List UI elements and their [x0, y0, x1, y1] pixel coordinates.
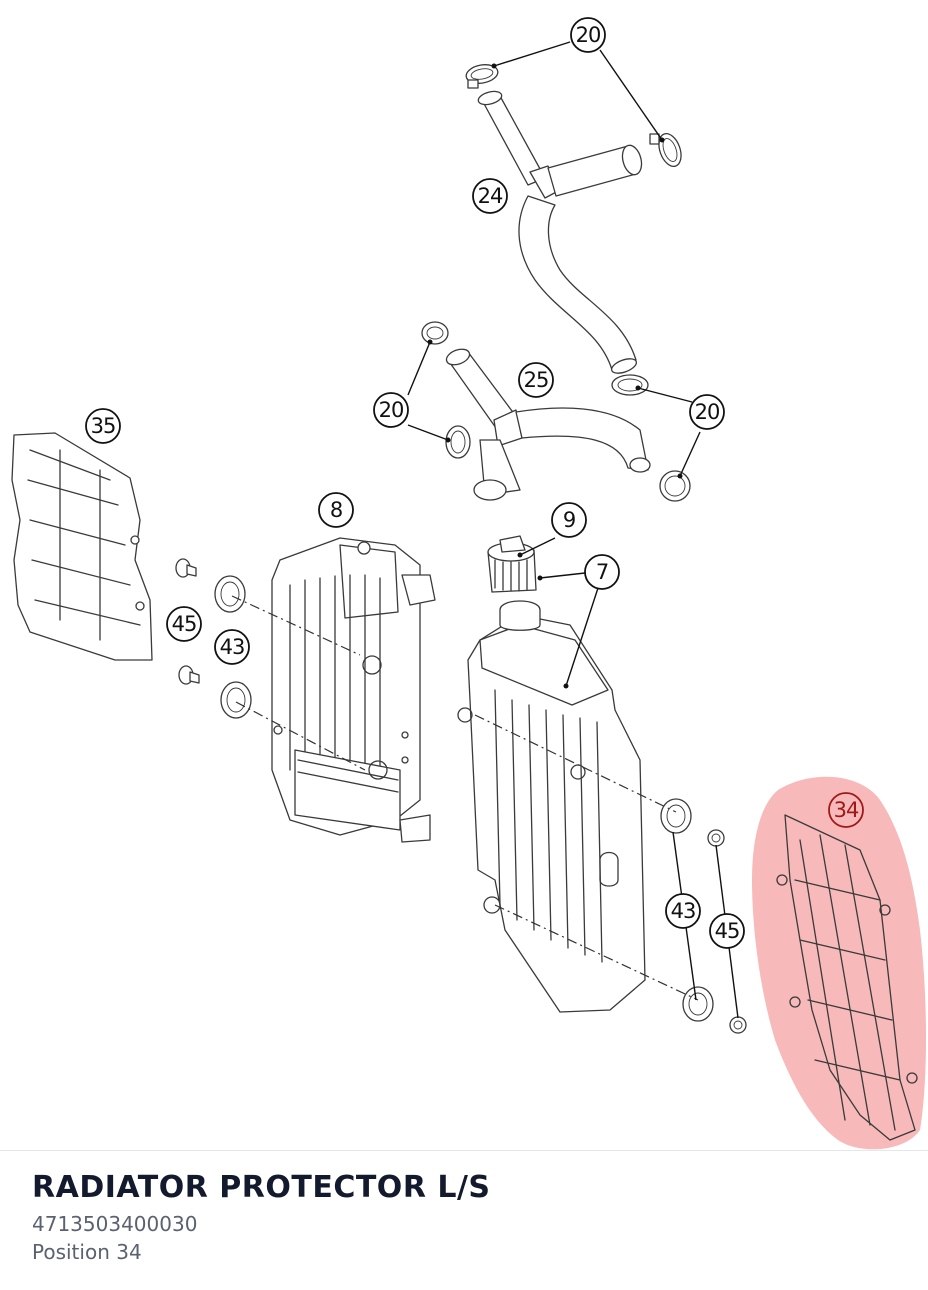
grommet-43-right-lower[interactable]	[682, 986, 714, 1022]
hose-24[interactable]	[477, 89, 645, 376]
grommet-43-left-upper[interactable]	[214, 575, 246, 613]
radiator-cap-9[interactable]	[487, 535, 537, 593]
callout-label: 20	[576, 23, 601, 47]
radiator-7[interactable]	[457, 600, 646, 1013]
clamp-20-upper-right[interactable]	[649, 131, 685, 170]
radiator-8[interactable]	[271, 537, 436, 843]
bolt-45-left-upper[interactable]	[175, 558, 197, 578]
radiator-protector-34[interactable]	[776, 814, 918, 1141]
diagram-canvas: 20 24 20 25 20 35 8 9 7 45 43 34	[11, 17, 926, 1150]
part-number: 4713503400030	[32, 1212, 198, 1236]
part-name: RADIATOR PROTECTOR L/S	[32, 1170, 491, 1205]
section-divider	[0, 1150, 928, 1151]
part-position: Position 34	[32, 1240, 142, 1264]
grommet-43-left-lower[interactable]	[220, 681, 252, 719]
callout-8[interactable]: 8	[318, 492, 354, 528]
clamp-20-lower-2[interactable]	[445, 425, 471, 459]
selected-part-highlight[interactable]	[752, 776, 926, 1150]
radiator-protector-35[interactable]	[11, 432, 153, 661]
callout-label: 43	[671, 899, 696, 923]
clamp-20-lower-3[interactable]	[611, 374, 649, 396]
alignment-line-1	[231, 595, 361, 656]
callout-label: 43	[220, 635, 245, 659]
callout-43-right[interactable]: 43	[665, 893, 701, 929]
callout-20-left[interactable]: 20	[373, 392, 409, 428]
part-info-panel: RADIATOR PROTECTOR L/S 4713503400030 Pos…	[32, 1166, 892, 1266]
grommet-43-right-upper[interactable]	[660, 798, 692, 834]
callout-label: 9	[563, 508, 575, 532]
exploded-parts-diagram: 20 24 20 25 20 35 8 9 7 45 43 34	[11, 17, 926, 1150]
bolt-45-left-lower[interactable]	[178, 665, 200, 685]
callout-label: 20	[379, 398, 404, 422]
callout-24[interactable]: 24	[472, 178, 508, 214]
callout-43-left[interactable]: 43	[214, 629, 250, 665]
alignment-line-2	[235, 701, 366, 771]
callout-25[interactable]: 25	[518, 362, 554, 398]
callout-label: 45	[172, 612, 197, 636]
alignment-line-3	[474, 714, 677, 813]
callout-20-right[interactable]: 20	[689, 394, 725, 430]
callout-label: 34	[834, 798, 859, 822]
callout-35[interactable]: 35	[85, 408, 121, 444]
alignment-line-4	[494, 904, 699, 1001]
callout-7[interactable]: 7	[584, 554, 620, 590]
hose-25[interactable]	[444, 346, 651, 501]
callout-label: 8	[330, 498, 342, 522]
clamp-20-upper-left[interactable]	[465, 62, 500, 89]
callout-label: 25	[524, 368, 549, 392]
callout-45-right[interactable]: 45	[709, 913, 745, 949]
callout-20-top[interactable]: 20	[570, 17, 606, 53]
bolt-45-right-lower[interactable]	[729, 1016, 747, 1034]
callout-label: 35	[91, 414, 116, 438]
callout-45-left[interactable]: 45	[166, 606, 202, 642]
callout-label: 45	[715, 919, 740, 943]
clamp-20-lower-1[interactable]	[421, 321, 449, 345]
callout-label: 7	[596, 560, 608, 584]
callout-label: 24	[478, 184, 503, 208]
callout-34[interactable]: 34	[828, 792, 864, 828]
bolt-45-right-upper[interactable]	[707, 829, 725, 847]
callout-label: 20	[695, 400, 720, 424]
clamp-20-lower-4[interactable]	[659, 470, 691, 502]
callout-9[interactable]: 9	[551, 502, 587, 538]
